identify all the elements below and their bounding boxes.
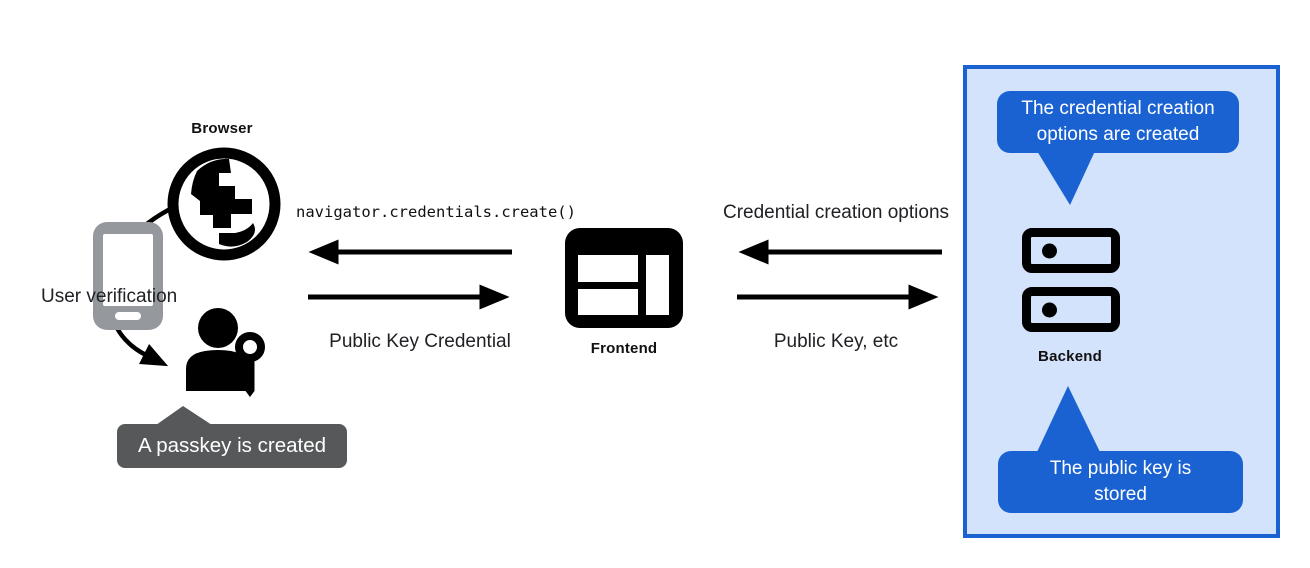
options-callout-text: The credential creation options are crea… — [1021, 98, 1215, 145]
browser-label: Browser — [191, 120, 253, 137]
public-key-credential-label: Public Key Credential — [329, 331, 511, 352]
credential-creation-options-label: Credential creation options — [722, 202, 950, 223]
passkey-callout-tail — [156, 406, 212, 425]
frontend-window-icon — [565, 228, 683, 328]
options-callout-tail — [1037, 151, 1095, 205]
frontend-label: Frontend — [590, 340, 658, 357]
user-verification-label: User verification — [41, 286, 178, 307]
passkey-callout: A passkey is created — [117, 424, 347, 468]
credentials-create-label: navigator.credentials.create() — [296, 203, 576, 221]
phone-screen — [103, 234, 153, 306]
stored-callout-tail — [1037, 386, 1100, 452]
stored-callout: The public key is stored — [998, 451, 1243, 513]
server-rack-top — [1022, 228, 1120, 273]
options-callout: The credential creation options are crea… — [997, 91, 1239, 153]
server-led-icon — [1042, 243, 1057, 258]
phone-home-bar — [115, 312, 141, 320]
passkey-callout-text: A passkey is created — [137, 434, 326, 457]
stored-callout-text: The public key is stored — [1049, 458, 1192, 505]
backend-label: Backend — [1038, 348, 1102, 365]
phone-icon — [93, 222, 163, 330]
server-rack-bottom — [1022, 287, 1120, 332]
globe-icon — [167, 147, 281, 261]
server-icon — [1022, 228, 1120, 332]
user-key-icon — [186, 308, 265, 397]
server-led-icon — [1042, 302, 1057, 317]
public-key-etc-label: Public Key, etc — [773, 331, 899, 352]
